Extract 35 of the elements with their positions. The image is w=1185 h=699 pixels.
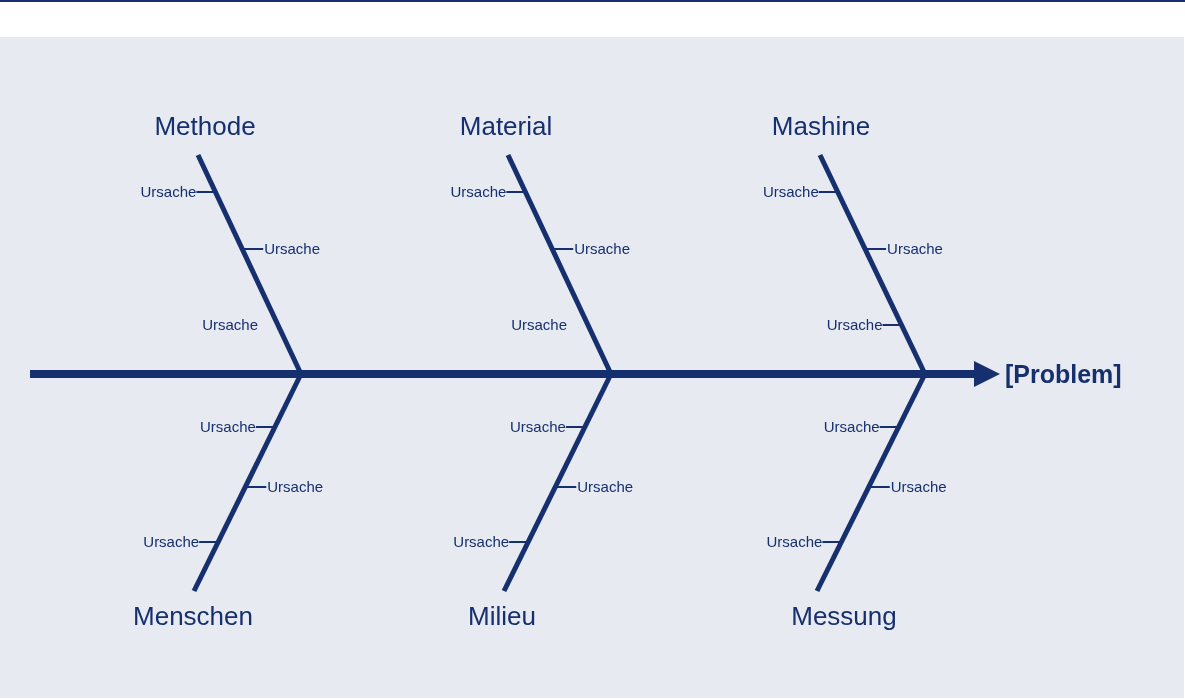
leader-line [881, 324, 903, 326]
cause-label: Ursache [200, 418, 256, 436]
cause-label: Ursache [826, 316, 883, 334]
cause-label: Ursache [511, 316, 567, 334]
category-label: Milieu [468, 602, 536, 632]
cause-label: Ursache [267, 478, 324, 496]
cause-label: Ursache [202, 316, 258, 334]
leader-line [817, 191, 839, 193]
cause-label: Ursache [577, 478, 634, 496]
cause-label: Ursache [264, 240, 321, 258]
leader-line [864, 248, 888, 250]
cause-label: Ursache [766, 533, 823, 551]
leader-line [551, 248, 575, 250]
leader-line [244, 486, 268, 488]
cause-label: Ursache [143, 533, 200, 551]
cause-label: Ursache [890, 478, 947, 496]
cause-label: Ursache [450, 183, 507, 201]
leader-line [564, 426, 586, 428]
category-label: Methode [154, 112, 256, 142]
problem-label: [Problem] [1005, 359, 1122, 389]
cause-label: Ursache [510, 418, 566, 436]
cause-label: Ursache [140, 183, 197, 201]
leader-line [554, 486, 578, 488]
cause-label: Ursache [823, 418, 880, 436]
category-label: Messung [791, 602, 897, 632]
category-label: Menschen [133, 602, 253, 632]
cause-label: Ursache [574, 240, 631, 258]
leader-line [241, 248, 265, 250]
cause-label: Ursache [762, 183, 819, 201]
leader-line [878, 426, 900, 428]
leader-line [254, 426, 276, 428]
cause-label: Ursache [453, 533, 510, 551]
category-label: Material [459, 112, 553, 142]
cause-label: Ursache [887, 240, 943, 258]
category-label: Mashine [771, 112, 871, 142]
